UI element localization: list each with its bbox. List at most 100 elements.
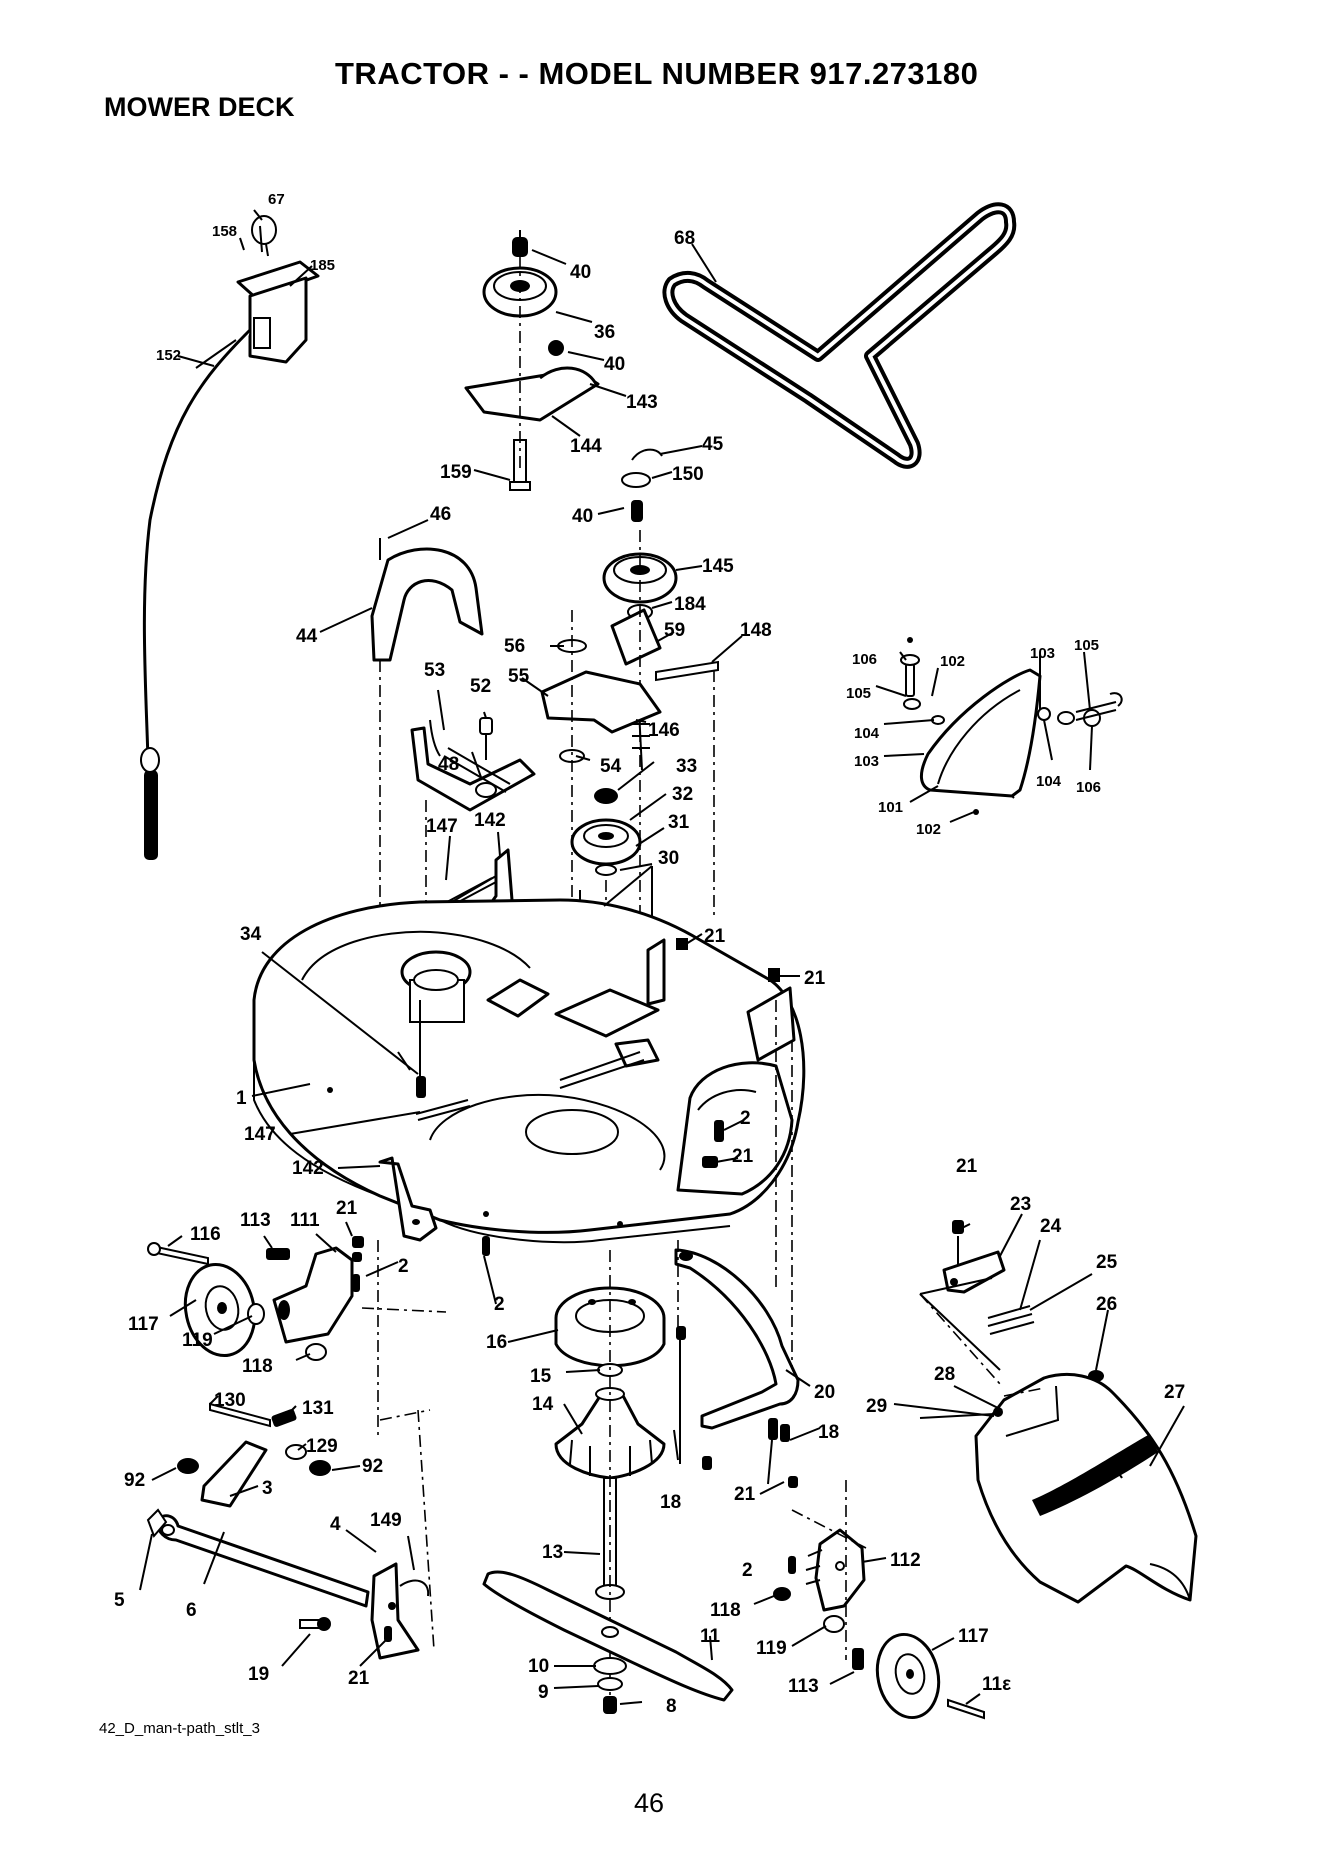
callout-102: 102 — [940, 653, 965, 670]
callout-36: 36 — [594, 322, 615, 343]
callout-26: 26 — [1096, 1294, 1117, 1315]
callout-159: 159 — [440, 462, 472, 483]
callout-56: 56 — [504, 636, 525, 657]
callout-67: 67 — [268, 191, 285, 208]
cable-assembly — [140, 215, 320, 860]
page-title: TRACTOR - - MODEL NUMBER 917.273180 — [335, 56, 979, 91]
callout-21: 21 — [732, 1146, 754, 1167]
callout-25: 25 — [1096, 1252, 1118, 1273]
callout-21: 21 — [704, 926, 726, 947]
callout-117: 117 — [958, 1626, 989, 1647]
callout-118: 118 — [710, 1600, 741, 1621]
callout-145: 145 — [702, 556, 734, 577]
blade-spindle-assembly — [554, 1250, 666, 1700]
callout-104: 104 — [854, 725, 880, 742]
deck-baffle — [674, 1240, 800, 1488]
callout-21: 21 — [956, 1156, 978, 1177]
callout-40: 40 — [604, 354, 625, 375]
callout-46: 46 — [430, 504, 451, 525]
callout-111: 111 — [290, 1210, 320, 1231]
callout-8: 8 — [666, 1696, 677, 1717]
callout-101: 101 — [878, 799, 903, 816]
callout-18: 18 — [660, 1492, 681, 1513]
callout-116: 11ε — [982, 1674, 1011, 1695]
idler-pulley-stack — [464, 230, 600, 491]
deck-hardware — [415, 938, 796, 1400]
callout-2: 2 — [742, 1560, 753, 1581]
drive-belt — [662, 202, 1017, 469]
callout-54: 54 — [600, 756, 622, 777]
callout-15: 15 — [530, 1366, 552, 1387]
callout-13: 13 — [542, 1542, 563, 1563]
deck-lift-linkage — [146, 1402, 435, 1660]
callout-130: 130 — [214, 1390, 246, 1411]
callout-16: 16 — [486, 1332, 507, 1353]
callout-118: 118 — [242, 1356, 273, 1377]
callout-116: 116 — [190, 1224, 221, 1245]
callout-106: 106 — [852, 651, 877, 668]
diagram-reference-code: 42_D_man-t-path_stlt_3 — [99, 1720, 260, 1737]
callout-2: 2 — [740, 1108, 751, 1129]
callout-185: 185 — [310, 257, 335, 274]
callout-33: 33 — [676, 756, 697, 777]
callout-21: 21 — [348, 1668, 370, 1689]
callout-21: 21 — [336, 1198, 358, 1219]
callout-1: 1 — [236, 1088, 247, 1109]
callout-45: 45 — [702, 434, 724, 455]
callout-148: 148 — [740, 620, 772, 641]
callout-146: 146 — [648, 720, 680, 741]
callout-2: 2 — [494, 1294, 505, 1315]
callout-92: 92 — [362, 1456, 383, 1477]
callout-40: 40 — [570, 262, 591, 283]
callout-149: 149 — [370, 1510, 402, 1531]
callout-9: 9 — [538, 1682, 549, 1703]
callout-34: 34 — [240, 924, 262, 945]
callout-112: 112 — [890, 1550, 921, 1571]
callout-28: 28 — [934, 1364, 955, 1385]
callout-20: 20 — [814, 1382, 835, 1403]
callout-44: 44 — [296, 626, 318, 647]
callout-105: 105 — [846, 685, 871, 702]
callout-102: 102 — [916, 821, 941, 838]
callout-55: 55 — [508, 666, 530, 687]
page-number: 46 — [634, 1788, 665, 1818]
callout-113: 113 — [788, 1676, 819, 1697]
callout-104: 104 — [1036, 773, 1062, 790]
callout-147: 147 — [244, 1124, 276, 1145]
callout-3: 3 — [262, 1478, 273, 1499]
callout-31: 31 — [668, 812, 690, 833]
front-bracket — [378, 1156, 490, 1256]
callout-10: 10 — [528, 1656, 549, 1677]
callout-92: 92 — [124, 1470, 145, 1491]
callout-59: 59 — [664, 620, 685, 641]
callout-119: 119 — [756, 1638, 787, 1659]
callout-158: 158 — [212, 223, 237, 240]
callout-4: 4 — [330, 1514, 341, 1535]
callout-2: 2 — [398, 1256, 409, 1277]
callout-142: 142 — [292, 1158, 324, 1179]
section-title: MOWER DECK — [104, 92, 295, 122]
callout-21: 21 — [804, 968, 826, 989]
callout-103: 103 — [1030, 645, 1055, 662]
callout-5: 5 — [114, 1590, 125, 1611]
callout-68: 68 — [674, 228, 695, 249]
callout-103: 103 — [854, 753, 879, 770]
callout-23: 23 — [1010, 1194, 1031, 1215]
right-gauge-wheel — [773, 1480, 985, 1720]
callout-117: 117 — [128, 1314, 159, 1335]
leader-lines — [139, 209, 1185, 1705]
callout-142: 142 — [474, 810, 506, 831]
mower-deck-housing — [252, 898, 806, 1244]
callout-53: 53 — [424, 660, 445, 681]
callout-52: 52 — [470, 676, 491, 697]
callout-152: 152 — [156, 347, 181, 364]
callout-119: 119 — [182, 1330, 213, 1351]
callout-143: 143 — [626, 392, 658, 413]
callout-106: 106 — [1076, 779, 1101, 796]
callout-24: 24 — [1040, 1216, 1062, 1237]
callout-105: 105 — [1074, 637, 1099, 654]
callout-14: 14 — [532, 1394, 554, 1415]
mulcher-plate — [900, 637, 1123, 815]
